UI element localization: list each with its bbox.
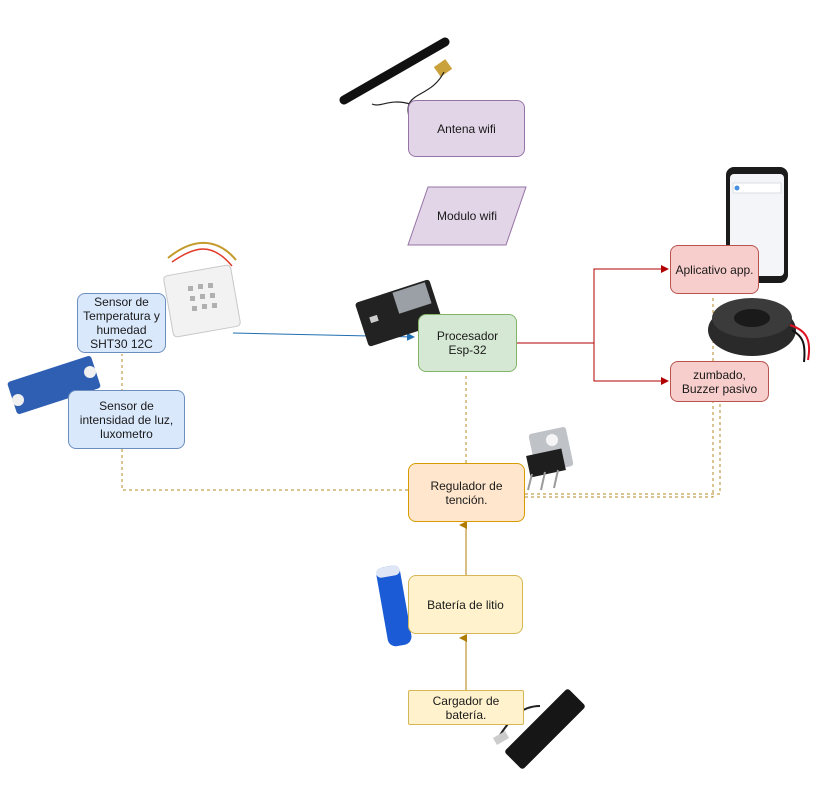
buzzer-node[interactable]: zumbado, Buzzer pasivo	[670, 361, 769, 402]
temperature-sensor-node[interactable]: Sensor de Temperatura y humedad SHT30 12…	[77, 293, 166, 353]
battery-node[interactable]: Batería de litio	[408, 575, 523, 634]
app-node[interactable]: Aplicativo app.	[670, 245, 759, 294]
edge-regulator-to-app	[525, 295, 714, 498]
sht30-sensor-image	[163, 241, 241, 338]
wifi-module-label: Modulo wifi	[436, 209, 498, 223]
buzzer-image	[708, 298, 810, 363]
edge-processor-to-buzzer	[593, 343, 669, 385]
light-sensor-board-image	[7, 356, 101, 414]
wifi-module-shape[interactable]	[407, 186, 527, 246]
charger-node[interactable]: Cargador de batería.	[408, 690, 524, 725]
edge-regulator-to-buzzer	[525, 402, 721, 495]
regulator-node[interactable]: Regulador de tención.	[408, 463, 525, 522]
lithium-battery-image	[376, 565, 412, 647]
processor-node[interactable]: Procesador Esp-32	[418, 314, 517, 372]
edge-processor-to-app	[517, 265, 669, 344]
voltage-regulator-image	[526, 427, 574, 491]
wifi-antenna-node[interactable]: Antena wifi	[408, 100, 525, 157]
light-sensor-node[interactable]: Sensor de intensidad de luz, luxometro	[68, 390, 185, 449]
